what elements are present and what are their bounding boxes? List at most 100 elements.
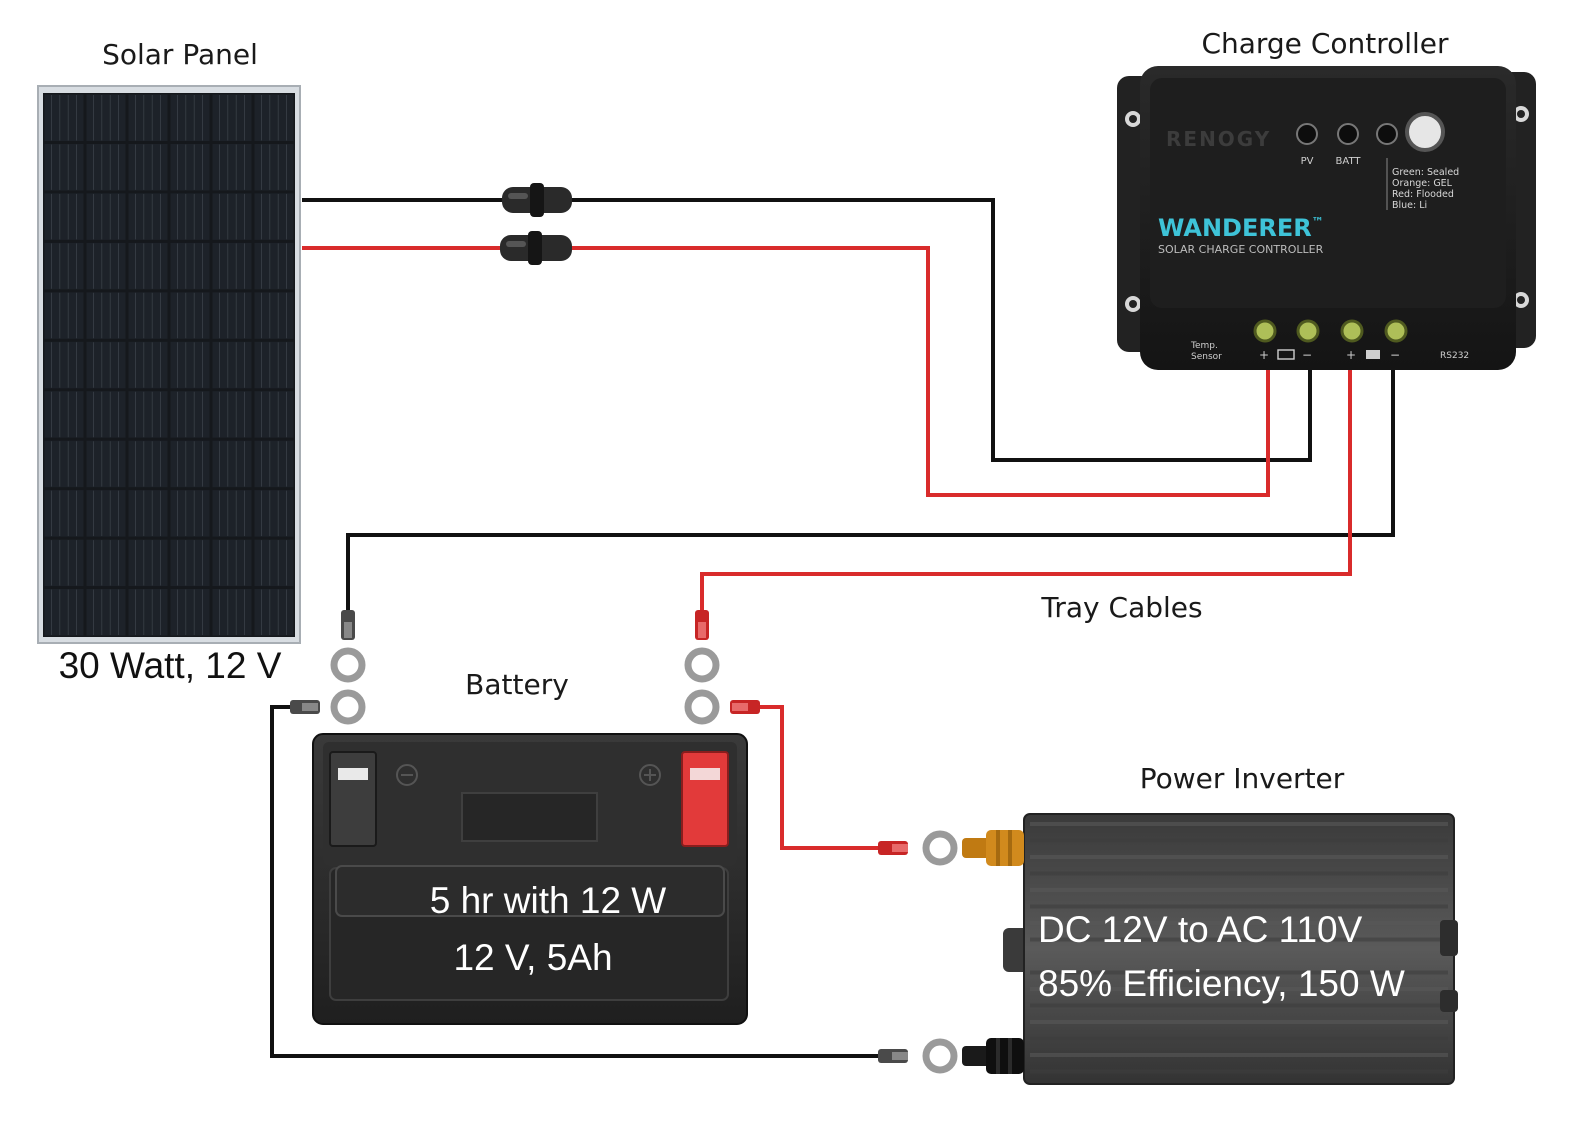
solar-cell xyxy=(86,341,126,389)
solar-cell xyxy=(170,490,210,537)
ring-terminal-battery-positive-inverter xyxy=(684,689,760,725)
inverter-fin xyxy=(1030,904,1448,909)
solar-cell xyxy=(86,242,126,290)
trademark-text: ™ xyxy=(1312,215,1324,229)
type-led xyxy=(1376,123,1398,145)
solar-cell xyxy=(86,391,126,438)
solar-cell xyxy=(212,193,252,240)
battery-type-legend: Green: Sealed Orange: GEL Red: Flooded B… xyxy=(1392,167,1459,211)
controller-brand: RENOGY xyxy=(1166,127,1271,151)
solar-cell xyxy=(254,341,294,389)
pv-led xyxy=(1296,123,1318,145)
inverter-conversion-text: DC 12V to AC 110V xyxy=(1038,909,1363,950)
solar-cell xyxy=(44,539,84,587)
solar-cell xyxy=(44,193,84,240)
batt-plus-sign: + xyxy=(1346,348,1356,362)
solar-cell xyxy=(128,94,168,141)
solar-cell xyxy=(254,391,294,438)
batt-minus-sign: − xyxy=(1390,348,1400,362)
ring-terminal-inverter-positive xyxy=(878,830,958,866)
solar-cell xyxy=(254,144,294,191)
solar-cell xyxy=(86,539,126,587)
temp-sensor-label: Sensor xyxy=(1191,352,1222,362)
battery-type-button[interactable] xyxy=(1405,112,1445,152)
inverter-positive-wire xyxy=(760,705,880,850)
power-inverter xyxy=(962,813,1458,1085)
solar-cell xyxy=(44,94,84,141)
inverter-spec-text: 85% Efficiency, 150 W xyxy=(1038,963,1405,1004)
solar-cell xyxy=(212,242,252,290)
controller-terminals xyxy=(1253,319,1408,343)
inverter-fin xyxy=(1030,855,1448,859)
battery-negative-post xyxy=(329,751,377,847)
pv-positive-terminal[interactable] xyxy=(1253,319,1277,343)
solar-cell xyxy=(44,440,84,488)
solar-cell xyxy=(212,440,252,488)
solar-cell xyxy=(254,440,294,488)
solar-cell xyxy=(128,292,168,339)
wires xyxy=(270,198,1395,1058)
charge-controller-label: Charge Controller xyxy=(1201,27,1449,60)
inverter-fin xyxy=(1030,921,1448,925)
inverter-fin xyxy=(1030,888,1448,892)
solar-cell xyxy=(128,539,168,587)
battery-symbol-icon xyxy=(1366,350,1380,359)
power-inverter-label: Power Inverter xyxy=(1140,762,1345,795)
solar-cell xyxy=(86,292,126,339)
solar-cell xyxy=(86,144,126,191)
solar-cell xyxy=(254,490,294,537)
battery-positive-post xyxy=(681,751,729,847)
solar-cell xyxy=(254,94,294,141)
pv-plus-sign: + xyxy=(1259,348,1269,362)
solar-cell xyxy=(128,490,168,537)
solar-cell xyxy=(212,490,252,537)
solar-cell xyxy=(212,94,252,141)
ring-terminal-battery-negative-inverter xyxy=(290,689,366,725)
solar-cell xyxy=(254,589,294,636)
pv-negative-terminal[interactable] xyxy=(1296,319,1320,343)
batt-led-label: BATT xyxy=(1336,156,1362,167)
inverter-fin xyxy=(1030,1020,1448,1024)
legend-line: Orange: GEL xyxy=(1392,178,1453,189)
solar-cell xyxy=(212,292,252,339)
solar-cell xyxy=(44,391,84,438)
rs232-label: RS232 xyxy=(1440,351,1469,361)
solar-cell xyxy=(254,539,294,587)
inverter-fin xyxy=(1030,987,1448,991)
inverter-negative-terminal[interactable] xyxy=(962,1038,1024,1074)
panel-negative-wire xyxy=(302,198,1312,462)
solar-cell xyxy=(44,490,84,537)
solar-cell-grid xyxy=(44,94,294,636)
solar-panel-spec: 30 Watt, 12 V xyxy=(59,645,282,686)
batt-positive-terminal[interactable] xyxy=(1340,319,1364,343)
solar-cell xyxy=(170,144,210,191)
controller-model: WANDERER™ xyxy=(1158,214,1324,242)
legend-line: Blue: Li xyxy=(1392,200,1427,211)
solar-cell xyxy=(170,589,210,636)
solar-cell xyxy=(254,242,294,290)
battery-positive-tray-cable xyxy=(700,368,1352,612)
solar-panel xyxy=(37,85,301,644)
solar-cell xyxy=(170,539,210,587)
inverter-fin xyxy=(1030,1053,1448,1057)
inverter-negative-wire xyxy=(270,705,880,1058)
solar-symbol-icon xyxy=(1277,349,1295,360)
solar-cell xyxy=(212,144,252,191)
solar-cell xyxy=(86,193,126,240)
batt-negative-terminal[interactable] xyxy=(1384,319,1408,343)
solar-cell xyxy=(128,341,168,389)
ring-terminal-battery-negative-tray xyxy=(330,610,366,683)
inverter-fin xyxy=(1030,954,1448,958)
pv-led-label: PV xyxy=(1301,156,1314,167)
solar-cell xyxy=(212,391,252,438)
model-text: WANDERER xyxy=(1158,214,1312,242)
solar-cell xyxy=(254,193,294,240)
inverter-fin xyxy=(1030,1003,1448,1008)
ring-terminal-battery-positive-tray xyxy=(684,610,720,683)
solar-cell xyxy=(128,391,168,438)
solar-cell xyxy=(128,589,168,636)
inverter-fin xyxy=(1030,822,1448,826)
inverter-positive-terminal[interactable] xyxy=(962,830,1024,866)
legend-line: Red: Flooded xyxy=(1392,189,1454,200)
